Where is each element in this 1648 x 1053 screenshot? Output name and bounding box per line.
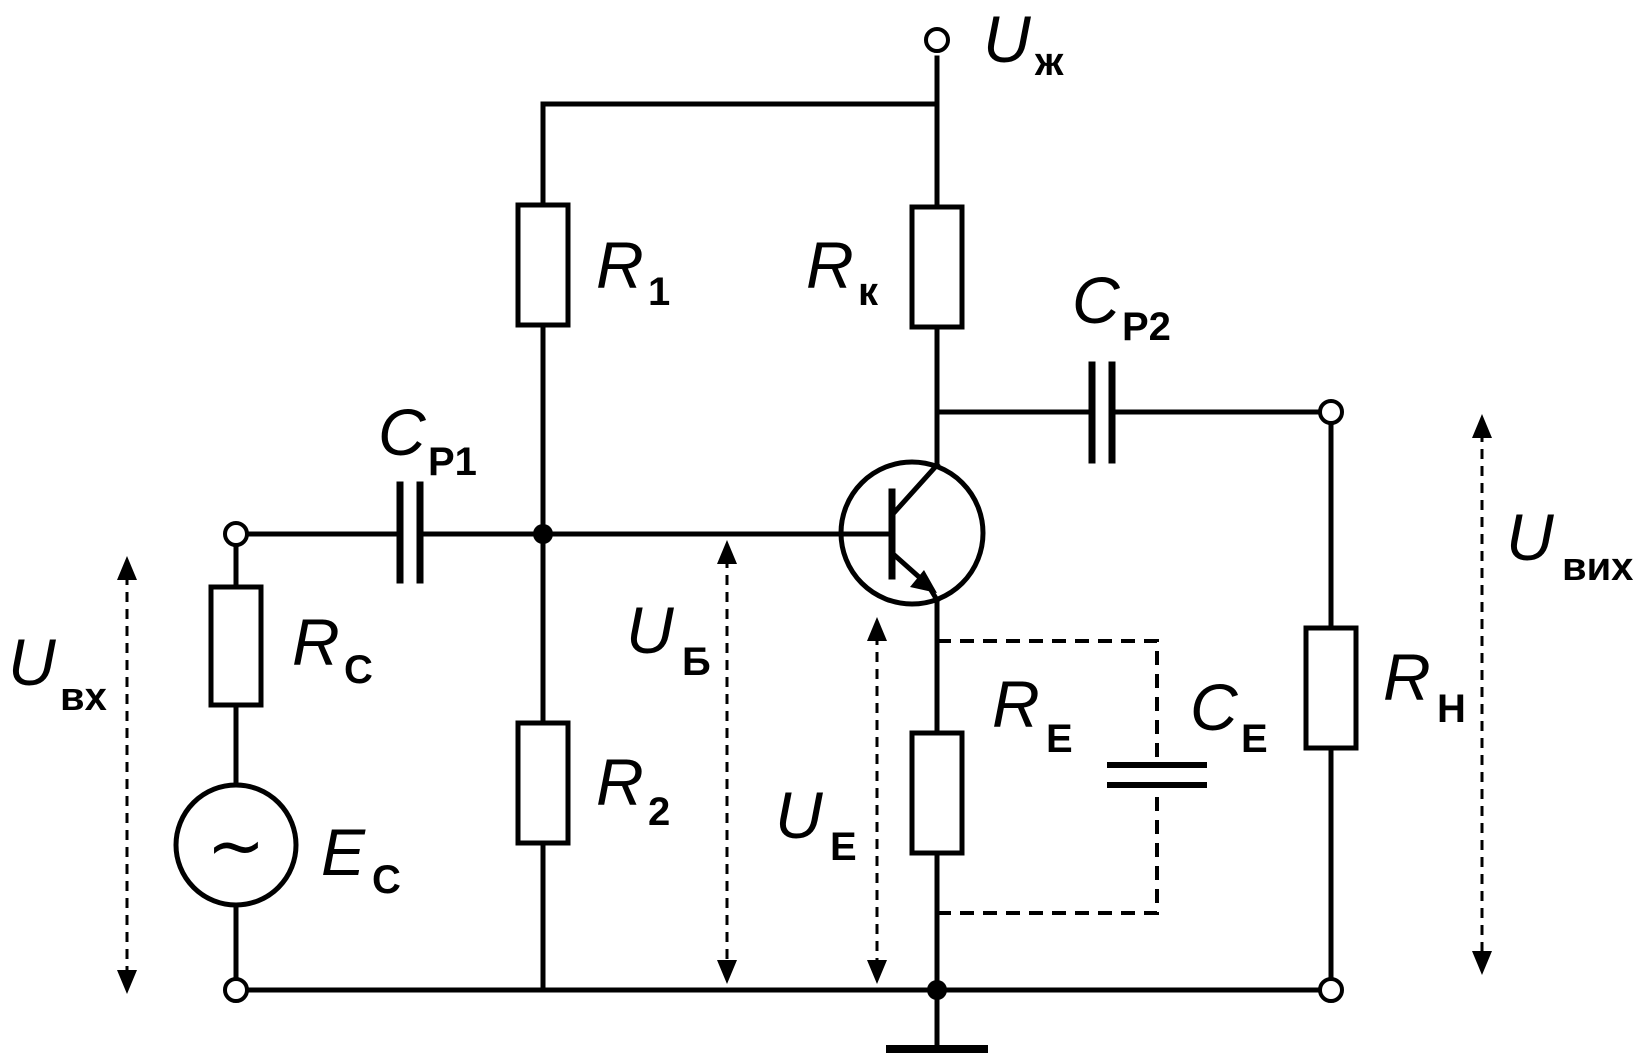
label-ce: C Е <box>1190 670 1268 761</box>
voltage-arrow-u-in <box>117 556 137 994</box>
label-ue-main: U <box>775 778 823 852</box>
label-u-supply-main: U <box>983 2 1031 76</box>
label-rn: R Н <box>1383 640 1466 731</box>
resistors <box>208 202 1359 856</box>
label-ub: U Б <box>626 593 711 684</box>
label-u-out: U вих <box>1506 500 1633 589</box>
label-ce-sub: Е <box>1241 717 1268 761</box>
label-re-main: R <box>992 667 1040 741</box>
label-cp2-sub: P2 <box>1122 305 1171 349</box>
label-r2-main: R <box>596 745 644 819</box>
voltage-arrow-u-out <box>1472 414 1492 975</box>
label-u-supply: U ж <box>983 2 1064 84</box>
label-u-out-sub: вих <box>1562 545 1633 589</box>
label-re: R Е <box>992 667 1073 761</box>
ac-source-ec: ~ <box>173 782 299 908</box>
capacitor-cp1 <box>396 481 424 584</box>
wires <box>233 55 1334 1053</box>
resistor-r1 <box>515 202 571 328</box>
label-ub-main: U <box>626 593 674 667</box>
label-rk-sub: к <box>858 270 879 314</box>
sine-wave-icon: ~ <box>207 805 266 887</box>
label-ub-sub: Б <box>682 640 711 684</box>
label-r2-sub: 2 <box>648 790 670 834</box>
label-ue-sub: Е <box>830 825 857 869</box>
label-cp2-main: C <box>1072 263 1121 337</box>
label-cp1-sub: P1 <box>428 440 477 484</box>
resistor-r2 <box>515 720 571 846</box>
label-u-in: U вх <box>8 625 107 719</box>
label-ue: U Е <box>775 778 857 869</box>
label-re-sub: Е <box>1046 717 1073 761</box>
label-ce-main: C <box>1190 670 1239 744</box>
label-cp1: C P1 <box>378 395 477 484</box>
label-u-in-sub: вх <box>60 675 107 719</box>
voltage-arrow-u-e <box>867 617 887 984</box>
npn-transistor <box>838 459 986 607</box>
junction-nodes <box>533 524 947 1000</box>
resistor-re <box>909 730 965 856</box>
terminals <box>223 27 1344 1003</box>
label-rc-sub: C <box>344 648 373 692</box>
output-bottom-terminal <box>1318 977 1344 1003</box>
label-rc-main: R <box>292 605 340 679</box>
resistor-rc <box>208 584 264 708</box>
label-u-supply-sub: ж <box>1034 40 1064 84</box>
label-ec-sub: C <box>372 858 401 902</box>
base-junction-node <box>533 524 553 544</box>
label-ec-main: E <box>321 815 366 889</box>
label-r2: R 2 <box>596 745 670 834</box>
resistor-rn <box>1303 625 1359 751</box>
emitter-arrow-icon <box>910 570 937 593</box>
label-cp1-main: C <box>378 395 427 469</box>
label-rk-main: R <box>806 228 854 302</box>
input-top-terminal <box>223 521 249 547</box>
label-u-out-main: U <box>1506 500 1554 574</box>
label-rn-main: R <box>1383 640 1431 714</box>
label-r1: R 1 <box>596 228 670 314</box>
label-rn-sub: Н <box>1437 687 1466 731</box>
supply-terminal <box>924 27 950 53</box>
label-rc: R C <box>292 605 373 692</box>
resistor-rk <box>909 204 965 330</box>
capacitor-ce-branch <box>937 639 1207 915</box>
label-r1-main: R <box>596 228 644 302</box>
label-u-in-main: U <box>8 625 56 699</box>
capacitor-cp2 <box>1088 361 1116 464</box>
output-top-terminal <box>1318 399 1344 425</box>
input-bottom-terminal <box>223 977 249 1003</box>
label-rk: R к <box>806 228 879 314</box>
label-ec: E C <box>321 815 401 902</box>
label-cp2: C P2 <box>1072 263 1171 349</box>
ground-junction-node <box>927 980 947 1000</box>
label-r1-sub: 1 <box>648 270 670 314</box>
voltage-arrow-u-b <box>717 540 737 984</box>
